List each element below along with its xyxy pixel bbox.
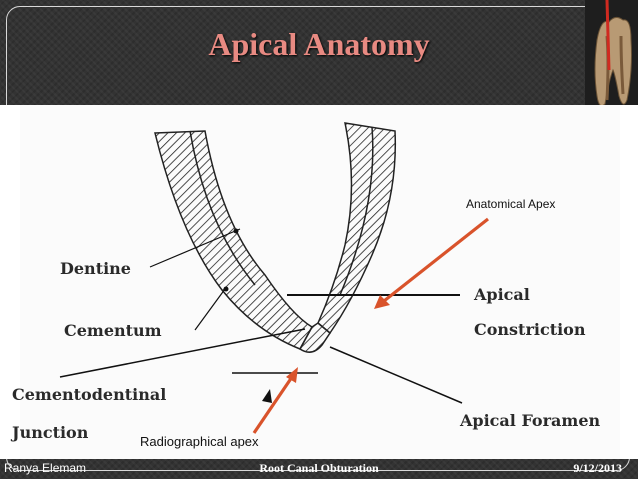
footer-author: Ranya Elemam	[4, 461, 87, 475]
label-dentine: Dentine	[60, 259, 131, 278]
slide-footer: Ranya Elemam Root Canal Obturation 9/12/…	[0, 459, 638, 479]
label-cementodentinal: Cementodentinal	[12, 385, 167, 404]
label-cementum: Cementum	[64, 321, 162, 340]
footer-presentation-title: Root Canal Obturation	[259, 461, 379, 475]
tooth-thumbnail-icon	[585, 0, 638, 114]
slide-title: Apical Anatomy	[208, 26, 430, 62]
anatomical-apex-arrow	[383, 217, 489, 303]
footer-date: 9/12/2013	[573, 461, 622, 475]
label-junction: Junction	[12, 423, 89, 442]
apical-anatomy-diagram	[20, 105, 620, 459]
label-apical-foramen: Apical Foramen	[460, 411, 601, 430]
diagram-area: Dentine Cementum Cementodentinal Junctio…	[0, 105, 638, 459]
anatomical-apex-annotation: Anatomical Apex	[466, 197, 556, 211]
label-constriction: Constriction	[474, 320, 586, 339]
radiographical-apex-annotation: Radiographical apex	[140, 434, 259, 449]
radiographical-apex-arrow	[252, 376, 294, 434]
label-apical: Apical	[474, 285, 530, 304]
